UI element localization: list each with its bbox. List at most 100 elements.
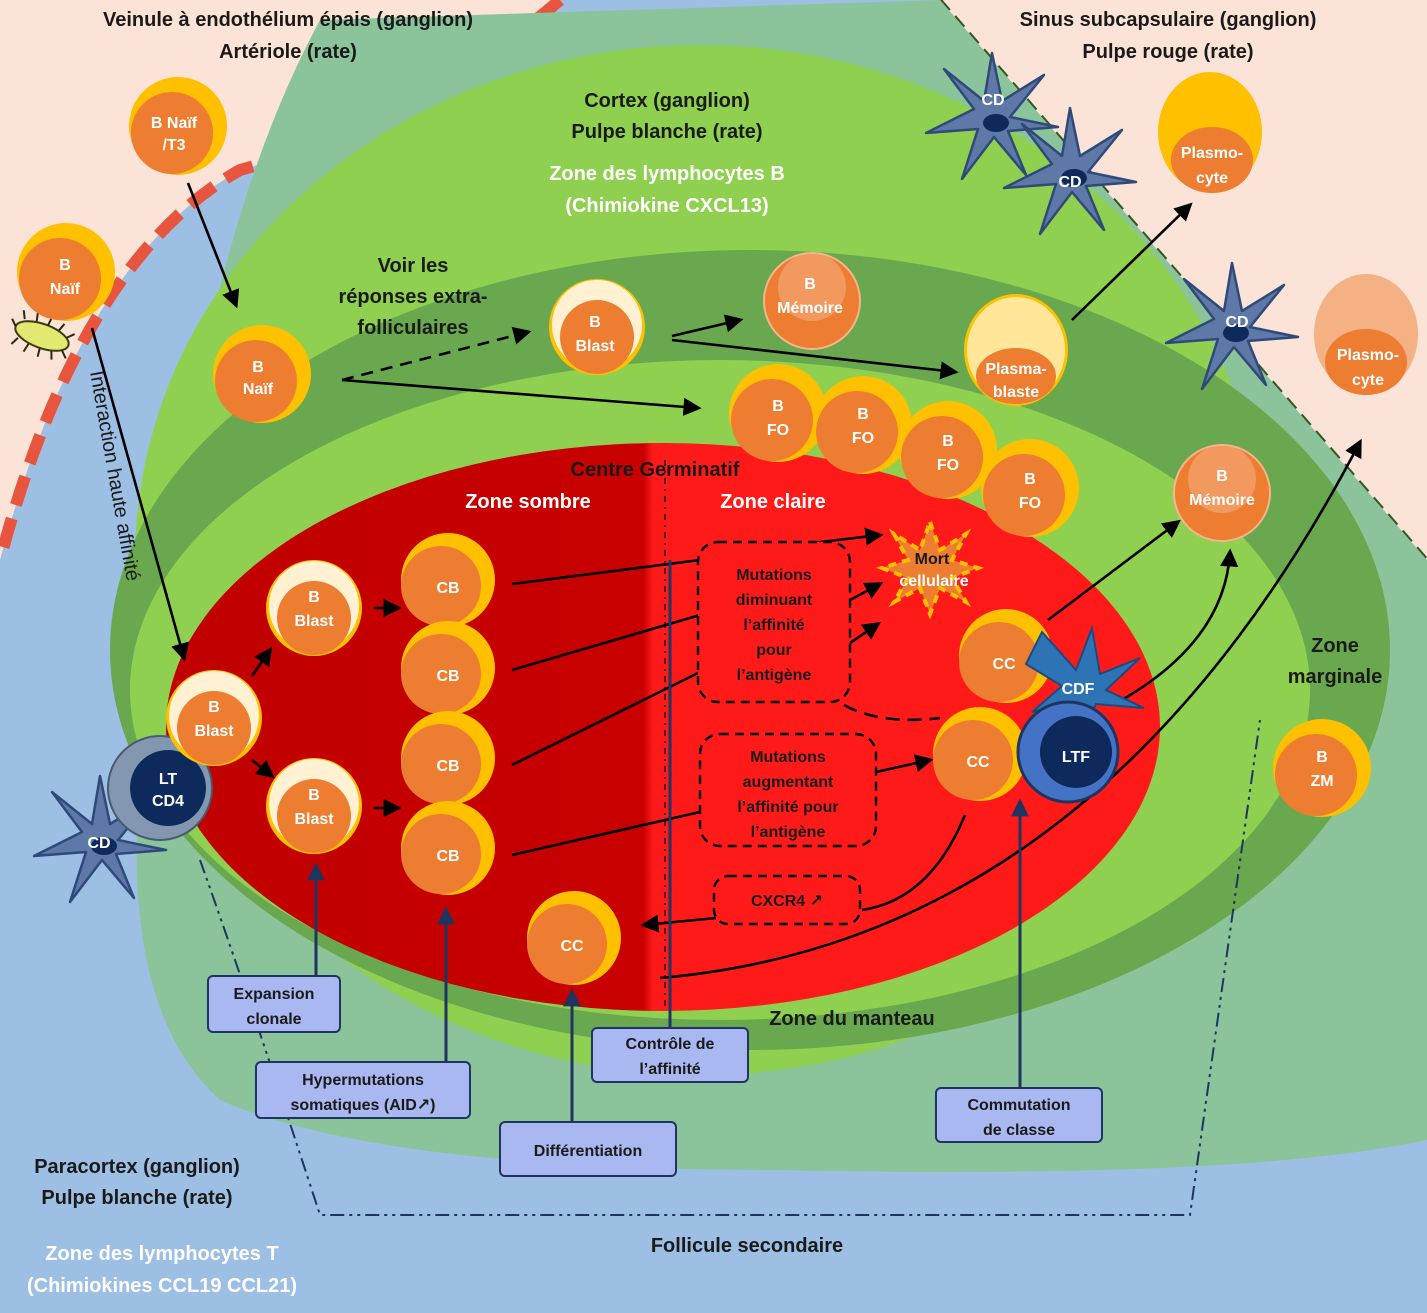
arrow-blast-down	[251, 758, 275, 779]
cell-plasmocyte-right: Plasmo- cyte	[1314, 274, 1418, 395]
cell-b-blast-2-l2: Blast	[294, 613, 334, 630]
cell-cb-4-label: CB	[436, 848, 459, 865]
sinus-label-2: Pulpe rouge (rate)	[1082, 41, 1253, 63]
affinity-control-l1: Contrôle de	[626, 1036, 715, 1053]
ltf-cell: LTF	[1016, 700, 1120, 804]
cell-b-naif-t3: B Naïf /T3	[129, 77, 227, 175]
cell-cc-2-label: CC	[966, 754, 990, 771]
cortex-label-1: Cortex (ganglion)	[584, 90, 750, 112]
cxcr4-label: CXCR4 ↗	[751, 893, 823, 910]
cell-plasmablaste: Plasma- blaste	[964, 294, 1068, 406]
cell-b-naif-top: B Naïf	[17, 223, 115, 321]
cell-b-fo-1-l1: B	[772, 398, 784, 415]
cortex-label-2: Pulpe blanche (rate)	[571, 121, 762, 143]
increase-l3: l’affinité pour	[737, 799, 838, 816]
decrease-l5: l’antigène	[737, 667, 812, 684]
cell-cb-1: CB	[401, 533, 495, 627]
cell-cb-2: CB	[401, 621, 495, 715]
germinal-center-label: Centre Germinatif	[571, 459, 740, 481]
affinity-control-box: Contrôle de l’affinité	[591, 1027, 749, 1083]
cell-b-blast-1-l1: B	[208, 699, 220, 716]
cell-b-fo-4-l2: FO	[1019, 495, 1041, 512]
decrease-l4: pour	[756, 642, 792, 659]
cell-b-fo-2-l1: B	[857, 406, 869, 423]
vessel-label-2: Artériole (rate)	[219, 41, 357, 63]
arrow-high-affinity	[90, 327, 189, 662]
arrow-to-cc	[875, 754, 934, 774]
increase-l2: augmentant	[743, 774, 834, 791]
b-zone-label-2: (Chimiokine CXCL13)	[565, 195, 768, 217]
dark-zone-label: Zone sombre	[465, 491, 591, 513]
cell-b-fo-3-l1: B	[942, 433, 954, 450]
cdf-label: CDF	[1062, 681, 1095, 698]
decrease-l2: diminuant	[736, 592, 813, 609]
cell-b-fo-1: B FO	[729, 364, 827, 462]
cd-label-3: CD	[1225, 314, 1248, 331]
follicle-label: Follicule secondaire	[651, 1235, 843, 1257]
extrafollicular-note-3: folliculaires	[357, 317, 468, 339]
cell-b-memoire-right-l2: Mémoire	[1189, 492, 1255, 509]
cell-cc-2: CC	[933, 707, 1027, 801]
hypermutations-box: Hypermutations somatiques (AID↗)	[255, 1061, 471, 1119]
arrow-to-fo	[341, 378, 702, 416]
extrafollicular-note-1: Voir les	[378, 255, 449, 277]
cell-cb-1-label: CB	[436, 580, 459, 597]
cell-b-blast-top-l2: Blast	[575, 338, 615, 355]
cell-death-icon: Mort cellulaire	[875, 516, 985, 620]
cell-b-blast-top: B Blast	[549, 279, 645, 375]
cell-cc-1: CC	[959, 609, 1053, 703]
arrow-blast-up	[250, 647, 273, 677]
follicle-boundary	[199, 719, 1261, 1216]
b-zone-label-1: Zone des lymphocytes B	[549, 163, 785, 185]
cell-b-fo-3: B FO	[899, 401, 997, 499]
cxcr4-box: CXCR4 ↗	[712, 874, 862, 926]
cell-b-memoire-top-l2: Mémoire	[777, 300, 843, 317]
sinus-label-1: Sinus subcapsulaire (ganglion)	[1020, 9, 1317, 31]
cell-b-fo-2: B FO	[814, 376, 912, 474]
arrow-to-death-3	[849, 621, 882, 645]
cell-b-blast-top-l1: B	[589, 314, 601, 331]
cell-b-naif-t3-l2: /T3	[162, 137, 185, 154]
decrease-l1: Mutations	[736, 567, 812, 584]
cell-b-naif-mid-l2: Naïf	[243, 381, 274, 398]
differentiation-label: Différentiation	[534, 1143, 642, 1160]
cell-b-memoire-right: B Mémoire	[1173, 444, 1271, 542]
decrease-l3: l’affinité	[743, 617, 804, 634]
lt-cd4-label-1: LT	[159, 771, 178, 788]
cd-label-1: CD	[981, 92, 1004, 109]
cell-cb-4: CB	[401, 801, 495, 895]
arrow-to-plasmocyte-2	[659, 438, 1362, 980]
mutations-increase-box: Mutations augmentant l’affinité pour l’a…	[698, 732, 878, 848]
plasmocyte-right-l2: cyte	[1352, 372, 1384, 389]
mantle-zone-label: Zone du manteau	[769, 1008, 935, 1030]
cell-b-memoire-top: B Mémoire	[763, 252, 861, 350]
expansion-box: Expansion clonale	[207, 975, 341, 1033]
arrow-to-death-2	[849, 582, 884, 602]
class-switch-box: Commutation de classe	[935, 1087, 1103, 1143]
cell-b-fo-1-l2: FO	[767, 422, 789, 439]
cell-cb-3-label: CB	[436, 758, 459, 775]
cell-b-memoire-right-l1: B	[1216, 468, 1228, 485]
arrow-to-plasmablast	[671, 338, 959, 380]
hypermutations-l2: somatiques (AID↗)	[291, 1097, 436, 1114]
marginal-zone-label-1: Zone	[1311, 635, 1359, 657]
plasmocyte-right-l1: Plasmo-	[1337, 347, 1399, 364]
hypermutations-l1: Hypermutations	[302, 1072, 424, 1089]
cell-b-naif-t3-l1: B Naïf	[151, 115, 198, 132]
cell-b-fo-2-l2: FO	[852, 430, 874, 447]
vessel-label-1: Veinule à endothélium épais (ganglion)	[103, 9, 473, 31]
plasmablaste-l1: Plasma-	[985, 361, 1046, 378]
cell-b-blast-3: B Blast	[266, 758, 362, 854]
differentiation-box: Différentiation	[499, 1121, 677, 1177]
increase-l1: Mutations	[750, 749, 826, 766]
lt-cd4-cell: LT CD4	[107, 735, 213, 841]
expansion-l2: clonale	[246, 1011, 301, 1028]
cell-b-naif-top-l2: Naïf	[50, 281, 81, 298]
follicular-dendritic-cell: CDF	[1024, 624, 1145, 735]
class-switch-l2: de classe	[983, 1122, 1055, 1139]
mutations-decrease-box: Mutations diminuant l’affinité pour l’an…	[696, 540, 852, 704]
arrow-to-memory	[671, 314, 744, 338]
affinity-control-l2: l’affinité	[639, 1061, 700, 1078]
cell-b-blast-2: B Blast	[266, 560, 362, 656]
cell-b-blast-2-l1: B	[308, 589, 320, 606]
